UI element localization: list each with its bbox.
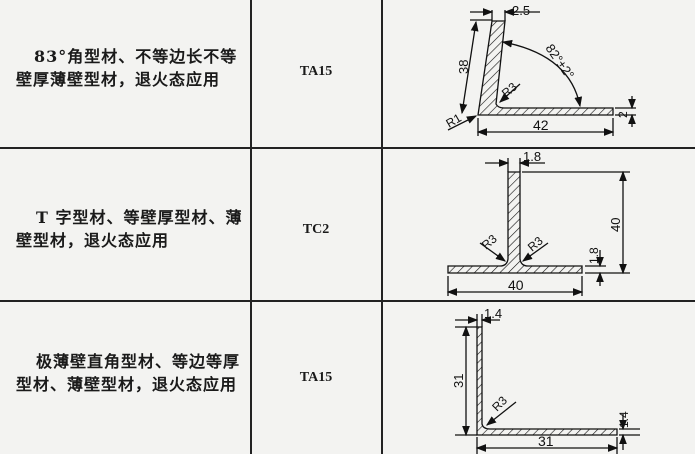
dim-thickness-top: 1.4 <box>484 306 502 321</box>
dim-width: 31 <box>538 433 554 449</box>
row-2-grade: TC2 <box>302 222 330 237</box>
t-profile-drawing <box>446 158 630 296</box>
dim-height: 38 <box>456 60 471 74</box>
dim-inner-radius: R3 <box>489 393 510 414</box>
column-divider-1 <box>250 0 252 454</box>
dim-height: 31 <box>451 374 466 388</box>
dim-thickness-bottom: 1.4 <box>617 411 631 428</box>
dim-angle: 82°±2° <box>543 41 578 82</box>
angle-section <box>477 20 614 116</box>
dim-thickness-top: 2.5 <box>512 3 530 18</box>
dim-width: 42 <box>533 117 549 133</box>
dim-stem-thickness: 1.8 <box>523 149 541 164</box>
dim-height: 40 <box>608 218 623 232</box>
dim-width: 40 <box>508 277 524 293</box>
right-angle-section <box>476 326 618 436</box>
dim-thickness-bottom: 2 <box>616 111 630 118</box>
row-divider-2 <box>0 300 695 302</box>
dim-outer-radius: R1 <box>444 111 465 131</box>
dim-radius-left: R3 <box>479 232 500 253</box>
right-angle-profile-drawing <box>455 314 640 454</box>
dim-inner-radius: R3 <box>499 80 520 101</box>
row-1-description: 83°角型材、不等边长不等壁厚薄壁型材，退火态应用 <box>16 47 238 89</box>
t-section <box>447 171 583 274</box>
row-3-description: 极薄壁直角型材、等边等厚型材、薄壁型材，退火态应用 <box>16 352 241 394</box>
angle-profile-drawing <box>447 8 636 136</box>
dim-flange-thickness: 1.8 <box>587 247 601 264</box>
row-divider-1 <box>0 147 695 149</box>
dim-radius-right: R3 <box>525 234 546 255</box>
row-1-grade: TA15 <box>299 64 333 79</box>
column-divider-2 <box>381 0 383 454</box>
row-3-grade: TA15 <box>299 370 333 385</box>
row-2-description: T 字型材、等壁厚型材、薄壁型材，退火态应用 <box>16 208 243 250</box>
